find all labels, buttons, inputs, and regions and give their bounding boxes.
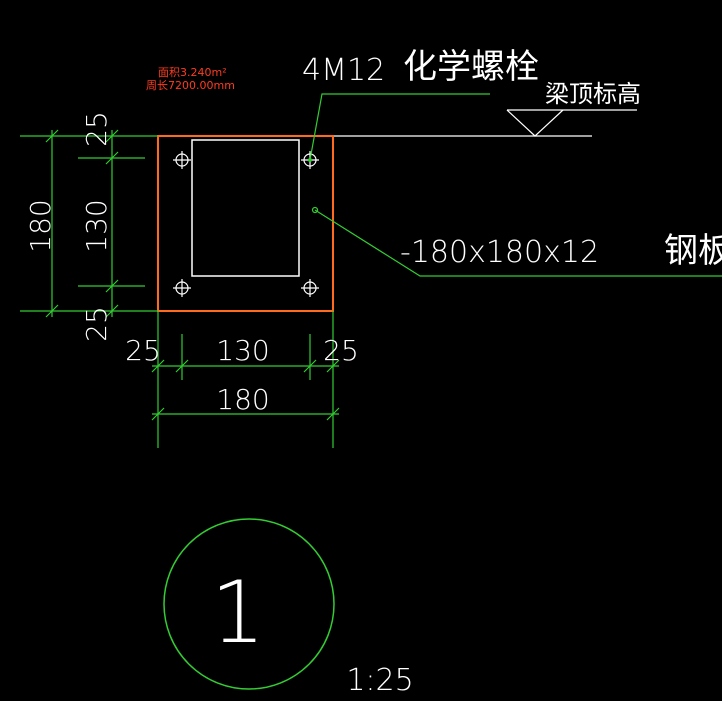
bolt-hole — [173, 279, 191, 297]
dim-left-top: 25 — [80, 111, 113, 147]
dim-bottom-right: 25 — [323, 334, 359, 367]
plate-leader-dot — [311, 206, 319, 214]
detail-number: 1 — [211, 563, 266, 663]
bolt-type-label: 化学螺栓 — [403, 47, 539, 87]
elevation-symbol — [506, 109, 564, 137]
dim-left-outer: 180 — [24, 199, 57, 252]
plate-spec-label: -180x180x12 — [400, 235, 599, 270]
dim-bottom-middle: 130 — [216, 334, 269, 367]
column-outline — [191, 139, 300, 277]
perimeter-label: 周长7200.00mm — [146, 79, 235, 92]
bottom-dimension-lines — [151, 311, 340, 448]
left-dimension-lines — [20, 129, 158, 318]
beam-top-label: 梁顶标高 — [545, 80, 641, 108]
plate-material-label: 钢板 — [664, 231, 722, 271]
bolt-hole — [301, 279, 319, 297]
dim-bottom-total: 180 — [216, 383, 269, 416]
bolt-callout: 4M12 — [302, 53, 385, 88]
area-label: 面积3.240m² — [158, 66, 227, 79]
steel-plate-outline — [157, 135, 334, 312]
bolt-leader-line — [309, 93, 490, 161]
bolt-hole — [173, 151, 191, 169]
detail-marker-circle — [163, 518, 335, 690]
plate-leader-line — [314, 209, 722, 277]
dim-left-middle: 130 — [80, 199, 113, 252]
dim-left-bottom: 25 — [80, 306, 113, 342]
dim-bottom-left: 25 — [125, 334, 161, 367]
detail-scale: 1:25 — [346, 663, 413, 698]
